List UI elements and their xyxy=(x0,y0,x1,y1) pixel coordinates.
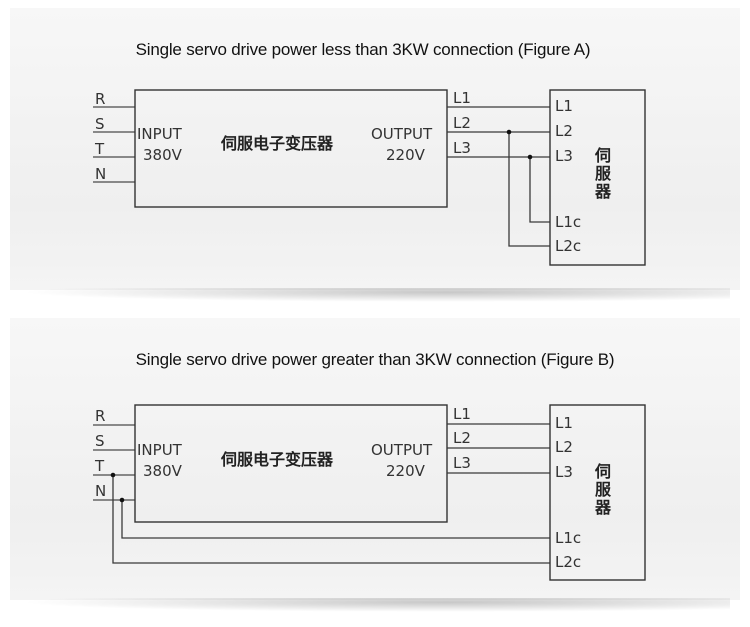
servo-name-char-2: 服 xyxy=(595,164,612,183)
transformer-box xyxy=(134,404,448,523)
figure-b-output-terminals: L1 L2 L3 xyxy=(453,405,471,472)
output-terminal-l2: L2 xyxy=(453,114,471,132)
figure-a-shadow xyxy=(20,288,730,302)
servo-name-char-1: 伺 xyxy=(594,462,611,481)
servo-terminal-l3: L3 xyxy=(555,463,573,481)
servo-name-char-2: 服 xyxy=(595,480,612,499)
figure-b-panel xyxy=(10,318,740,600)
wire-l3-l1c xyxy=(529,157,550,223)
figure-b-wires xyxy=(110,423,550,564)
figure-a-transformer: INPUT 380V 伺服电子变压器 OUTPUT 220V xyxy=(134,89,448,208)
input-terminal-s: S xyxy=(95,115,105,133)
figure-b-transformer: INPUT 380V 伺服电子变压器 OUTPUT 220V xyxy=(134,404,448,523)
transformer-output-label: OUTPUT xyxy=(371,125,433,143)
output-terminal-l3: L3 xyxy=(453,454,471,472)
figure-b-input-terminals: R S T N xyxy=(93,407,135,501)
input-terminal-r: R xyxy=(95,407,105,425)
input-terminal-s: S xyxy=(95,432,105,450)
transformer-name: 伺服电子变压器 xyxy=(220,450,334,469)
wire-l2-l2c xyxy=(508,132,550,247)
figure-a-title: Single servo drive power less than 3KW c… xyxy=(135,40,591,59)
servo-name-char-3: 器 xyxy=(594,182,612,201)
junction-dot-t xyxy=(110,472,116,478)
junction-dot-n xyxy=(119,497,125,503)
junction-dot-l3 xyxy=(527,154,533,160)
transformer-input-voltage: 380V xyxy=(143,146,183,164)
servo-terminal-l2c: L2c xyxy=(555,553,581,571)
servo-box xyxy=(549,89,646,266)
servo-name-char-1: 伺 xyxy=(594,146,611,165)
input-terminal-n: N xyxy=(95,482,106,500)
transformer-name: 伺服电子变压器 xyxy=(220,134,334,153)
output-terminal-l1: L1 xyxy=(453,405,471,423)
figure-a-panel xyxy=(10,8,740,290)
figure-a-servo: L1 L2 L3 L1c L2c 伺 服 器 xyxy=(549,89,646,266)
input-terminal-r: R xyxy=(95,90,105,108)
transformer-output-voltage: 220V xyxy=(386,462,426,480)
transformer-input-label: INPUT xyxy=(137,441,183,459)
servo-terminal-l3: L3 xyxy=(555,147,573,165)
servo-terminal-l1c: L1c xyxy=(555,529,581,547)
transformer-output-voltage: 220V xyxy=(386,146,426,164)
servo-terminal-l1: L1 xyxy=(555,414,573,432)
output-terminal-l1: L1 xyxy=(453,89,471,107)
servo-terminal-l2: L2 xyxy=(555,122,573,140)
figure-a-wires xyxy=(447,106,550,247)
wire-n-l1c xyxy=(121,500,550,539)
figure-b-diagram: R S T N INPUT 380V 伺服电子变压器 OUTPUT 220V L… xyxy=(93,404,646,581)
figure-b-shadow xyxy=(20,598,730,612)
servo-name-char-3: 器 xyxy=(594,498,612,517)
output-terminal-l3: L3 xyxy=(453,139,471,157)
figure-a-diagram: R S T N INPUT 380V 伺服电子变压器 OUTPUT 220V L… xyxy=(93,89,646,266)
servo-box xyxy=(549,404,646,581)
input-terminal-t: T xyxy=(94,457,105,475)
figure-a-output-terminals: L1 L2 L3 xyxy=(453,89,471,157)
servo-terminal-l2: L2 xyxy=(555,438,573,456)
servo-terminal-l1c: L1c xyxy=(555,213,581,231)
transformer-output-label: OUTPUT xyxy=(371,441,433,459)
wire-t-l2c xyxy=(112,475,550,564)
output-terminal-l2: L2 xyxy=(453,429,471,447)
figure-b-title: Single servo drive power greater than 3K… xyxy=(135,350,615,369)
figure-b-servo: L1 L2 L3 L1c L2c 伺 服 器 xyxy=(549,404,646,581)
transformer-input-label: INPUT xyxy=(137,125,183,143)
transformer-box xyxy=(134,89,448,208)
figure-a-input-terminals: R S T N xyxy=(93,90,135,183)
servo-terminal-l2c: L2c xyxy=(555,237,581,255)
junction-dot-l2 xyxy=(506,129,512,135)
servo-terminal-l1: L1 xyxy=(555,97,573,115)
transformer-input-voltage: 380V xyxy=(143,462,183,480)
input-terminal-t: T xyxy=(94,140,105,158)
input-terminal-n: N xyxy=(95,165,106,183)
